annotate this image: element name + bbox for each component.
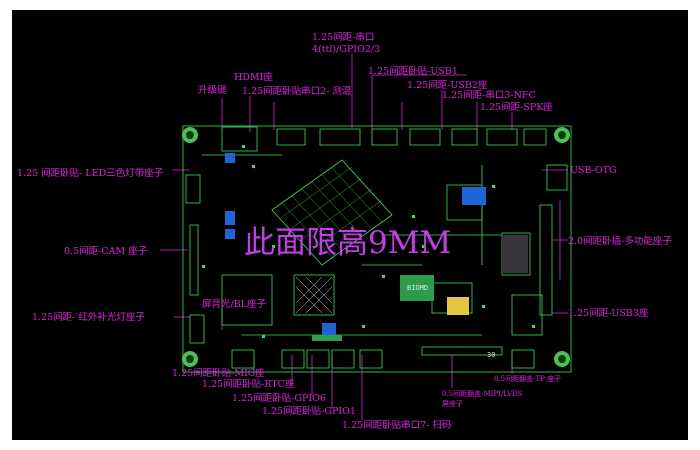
label-usb2: 1.25间距-USB2座 [407,80,488,91]
label-gpio1: 1.25间距卧贴-GPIO1 [262,406,356,417]
label-ir-fill-light: 1.25间距- 红外补光灯座子 [32,312,145,323]
height-limit-watermark: 此面限高9MM [244,225,452,261]
label-serial-port-gpio-line1: 1.25间距-串口 [312,32,375,43]
label-serial-port-gpio-line2: 4(ttl)/GPIO2/3 [312,44,381,55]
label-serial-port7: 1.25间距卧贴串口7- 扫码 [342,420,452,431]
label-lcd-bl: 屏背光/BL座子 [202,299,266,310]
label-hdmi: HDMI座 [234,72,273,83]
mount-hole-icon [554,127,570,143]
label-rtc: 1.25间距卧贴-RTC座 [202,379,295,390]
label-usb3: 1.25间距-USB3座 [568,308,649,319]
label-usb-otg: USB-OTG [570,165,617,176]
chip-label: BIOMD [407,284,428,292]
mount-hole-icon [182,127,198,143]
label-spk: 1.25间距-SPK座 [480,102,553,113]
label-gpio6: 1.25间距卧贴-GPIO6 [232,393,326,404]
diagram-canvas: BIOMD 30 此面限高9MM 1.25间距-串口 4(ttl)/GPIO2/… [12,10,688,440]
label-usb1: 1.25间距卧贴-USB1 [368,66,458,77]
label-cam: 0.5间距-CAM 座子 [64,246,148,257]
pcb-board: BIOMD 30 [182,125,572,373]
label-upgrade-key: 升级键 [198,85,227,96]
label-tp: 0.5间距翻盖-TP 座子 [494,375,562,383]
label-mipi-lvds-line1: 0.5间距翻盖-MIPI/LVDS [442,390,523,398]
label-serial-port3-nfc: 1.25间距-串口3-NFC [442,90,536,101]
mount-hole-icon [554,351,570,367]
label-mic: 1.25间距卧贴-MIC座 [172,368,265,379]
silk-number: 30 [487,351,495,359]
mount-hole-icon [182,351,198,367]
label-multifunction: 2.0间距卧插-多功能座子 [568,236,672,247]
label-mipi-lvds-line2: 屏座子 [442,400,463,408]
label-led-tricolor: 1.25 间距卧贴- LED三色灯带座子 [17,168,164,179]
label-serial-port2: 1.25间距卧贴串口2- 测温 [242,86,352,97]
